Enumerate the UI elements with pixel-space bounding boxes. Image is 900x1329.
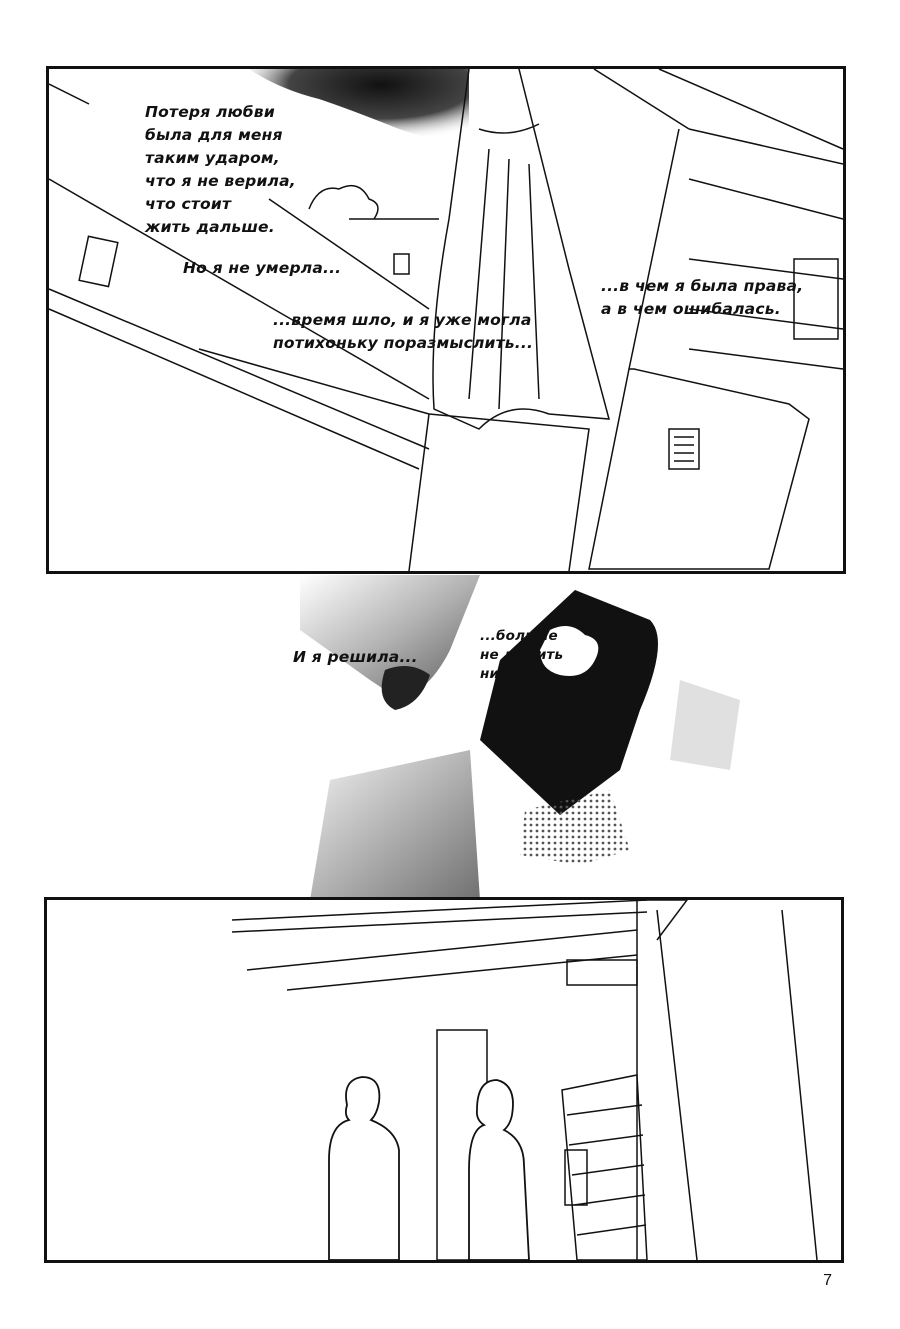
abstract-tone-area: И я решила... ...больше не любить никогд…	[0, 570, 900, 900]
white-cloud-on-black	[540, 626, 599, 676]
black-block	[480, 590, 658, 815]
manga-panel-bottom	[44, 897, 844, 1263]
person-silhouette-right	[468, 1079, 530, 1260]
caption-right-wrong: ...в чем я была права, а в чем ошибалась…	[601, 277, 804, 318]
caption-did-not-die: Но я не умерла...	[183, 259, 342, 277]
night-sky-shape	[249, 69, 469, 149]
light-tone-right	[670, 680, 740, 770]
gradient-shape-left	[300, 575, 480, 700]
caption-time-passed: ...время шло, и я уже могла потихоньку п…	[273, 311, 534, 352]
caption-never-love-again: ...больше не любить никогда.	[480, 628, 564, 682]
room-window-illustration	[49, 69, 843, 571]
dotted-tone-shape	[520, 790, 630, 865]
manga-panel-top: Потеря любви была для меня таким ударом,…	[46, 66, 846, 574]
abstract-shapes	[300, 575, 740, 900]
dark-blob	[381, 666, 430, 710]
caption-i-decided: И я решила...	[293, 648, 418, 666]
store-interior-illustration	[231, 900, 818, 1260]
person-silhouette-left	[328, 1076, 400, 1260]
caption-loss-of-love: Потеря любви была для меня таким ударом,…	[145, 103, 296, 236]
page-number: 7	[823, 1272, 832, 1289]
gradient-shape-lower-left	[310, 750, 480, 900]
